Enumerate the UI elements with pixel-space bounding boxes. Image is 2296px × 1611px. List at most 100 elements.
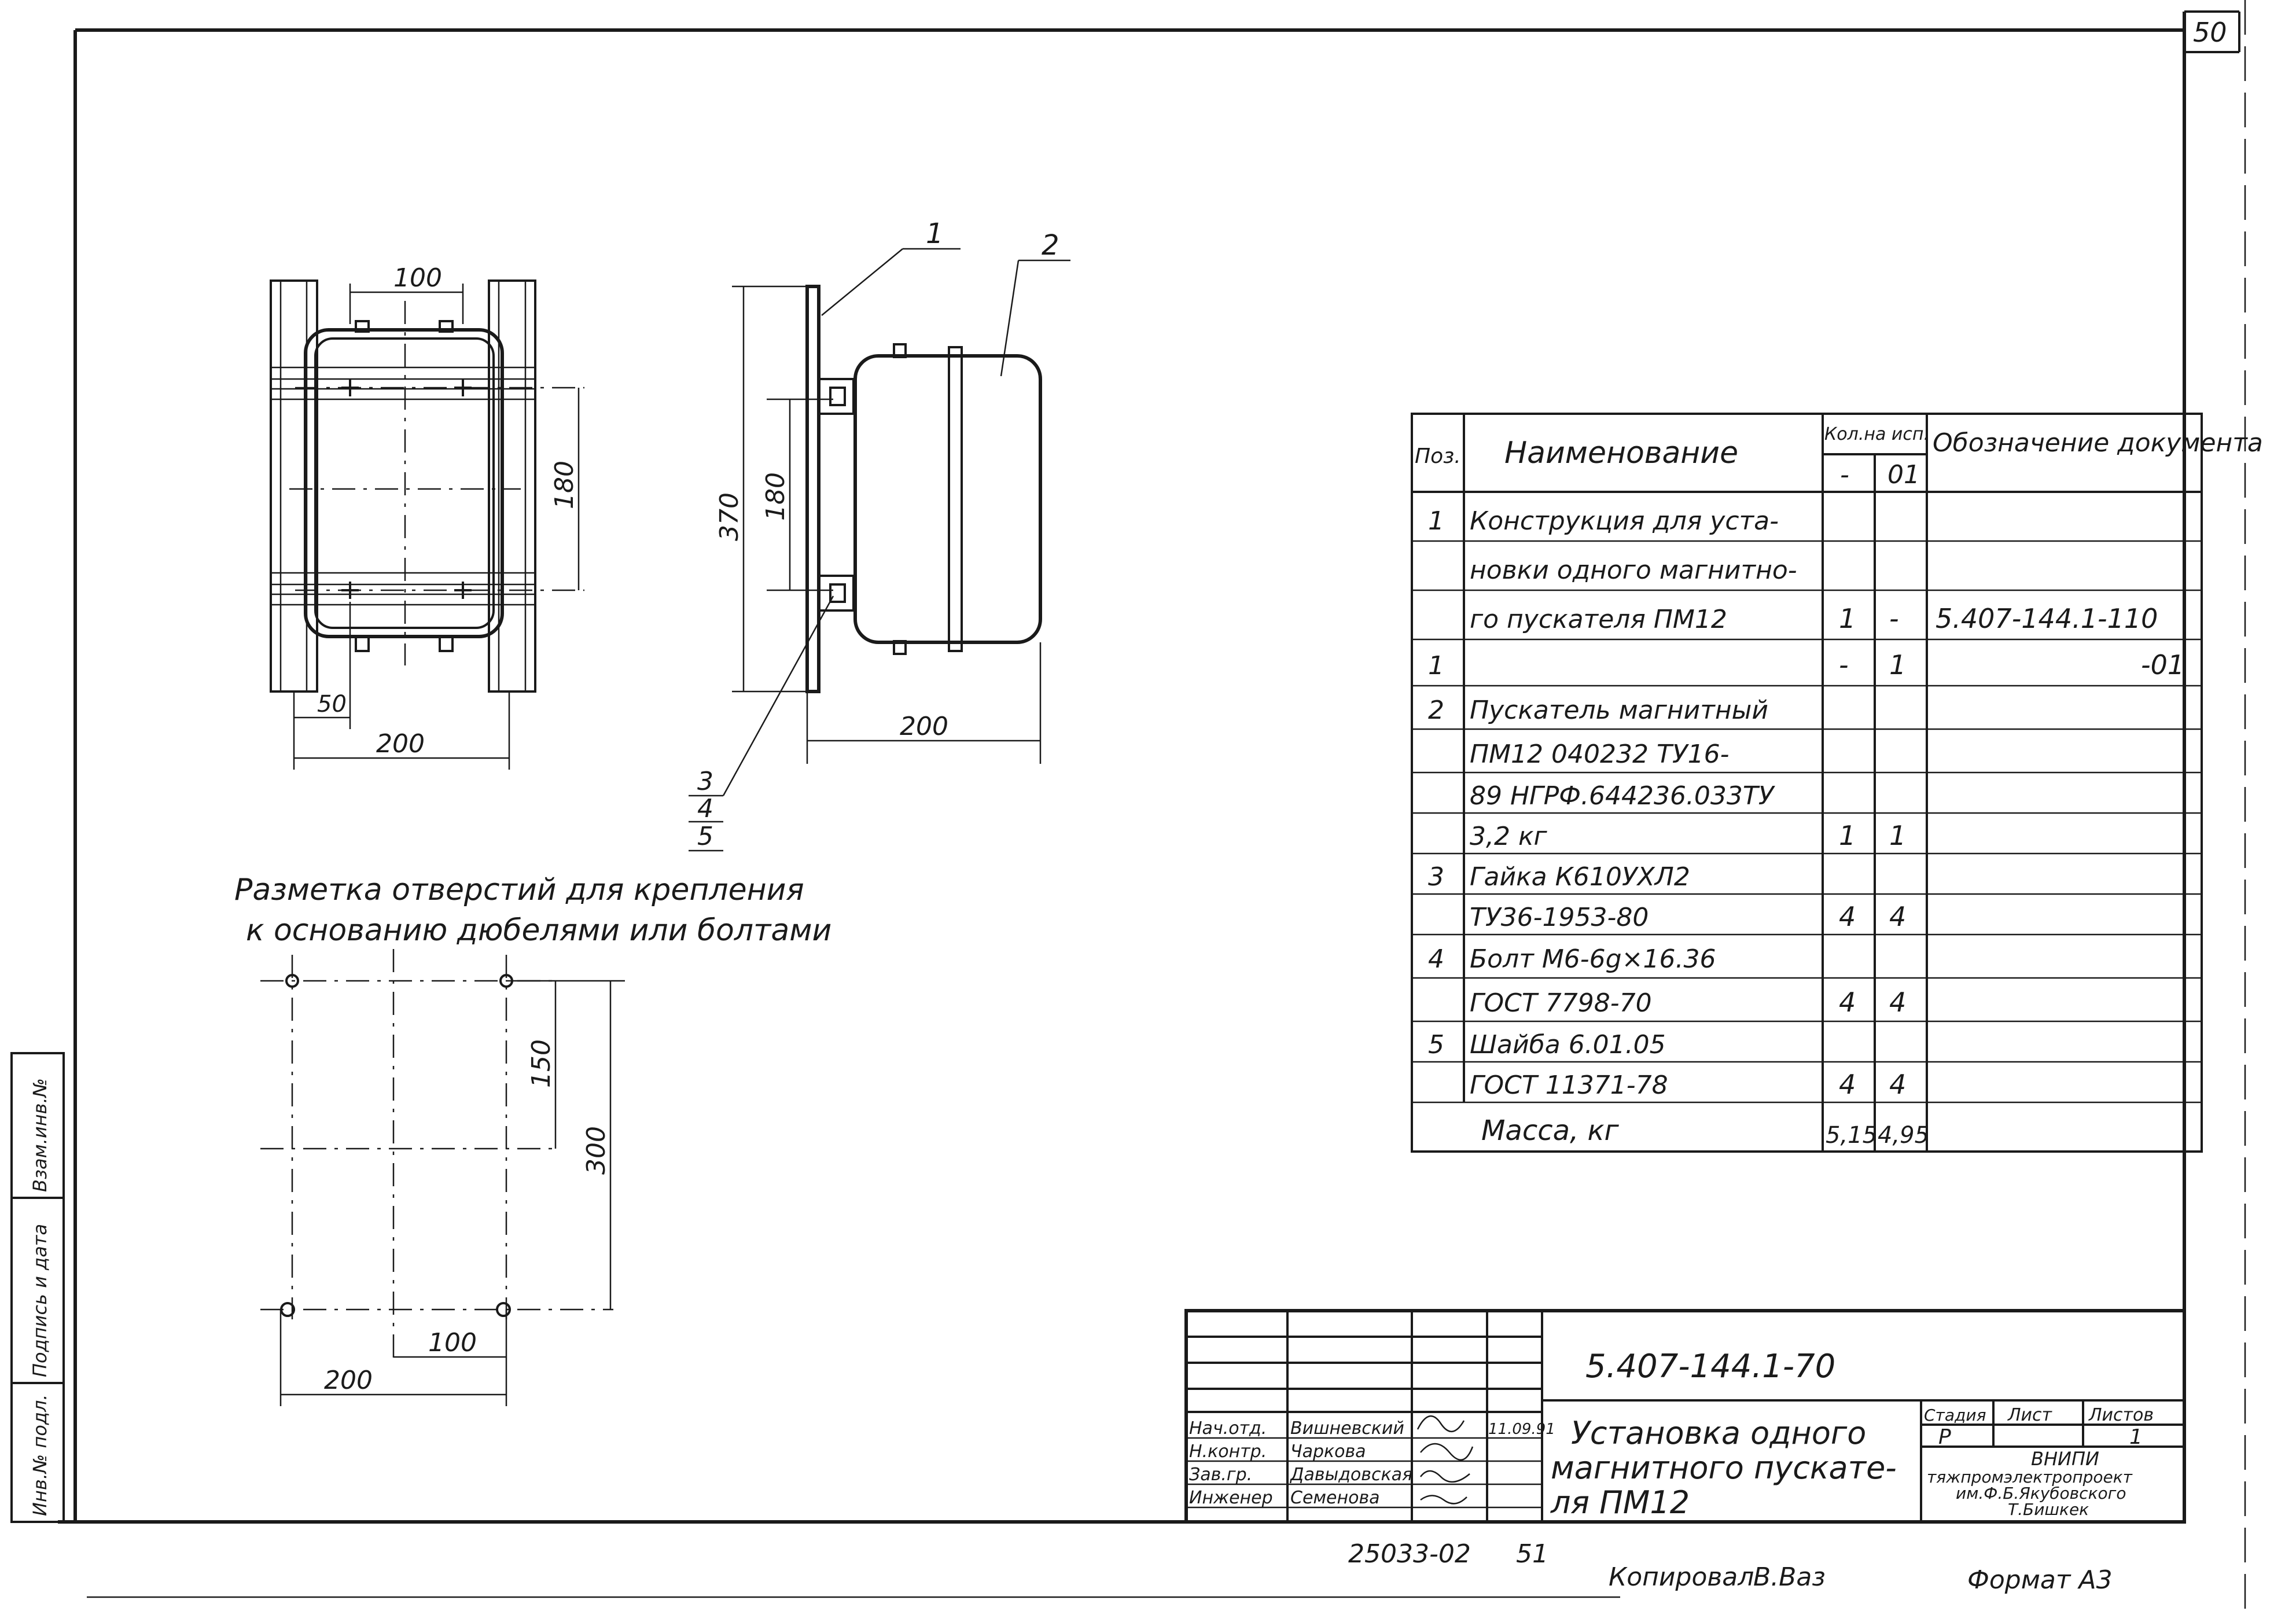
row-qty-01: 4 — [1889, 987, 1906, 1018]
row-qty-std: 4 — [1839, 1069, 1856, 1100]
marking-dim-150: 150 — [527, 1039, 556, 1088]
row-qty-std: 4 — [1839, 987, 1856, 1018]
footer-format: Формат А3 — [1967, 1565, 2113, 1595]
table-row: ГОСТ 7798-70 4 4 — [1470, 987, 1906, 1018]
row-name: 3,2 кг — [1470, 822, 1548, 851]
org-line3: им.Ф.Б.Якубовского — [1956, 1484, 2126, 1503]
header-qty-01: 01 — [1887, 460, 1920, 490]
table-row: ГОСТ 11371-78 4 4 — [1470, 1069, 1906, 1100]
marking-dim-300: 300 — [582, 1126, 611, 1175]
signatures — [1416, 1415, 1474, 1505]
marking-diagram — [260, 949, 625, 1406]
marking-dim-200: 200 — [324, 1366, 373, 1395]
row-name: новки одного магнитно- — [1470, 556, 1797, 585]
side-dim-200: 200 — [900, 712, 948, 741]
callout-2: 2 — [1042, 229, 1059, 262]
stamp-signature-date: Подпись и дата — [29, 1224, 51, 1377]
stage-label: Стадия — [1924, 1406, 1986, 1425]
name-group-head: Давыдовская — [1289, 1465, 1412, 1485]
header-qty-std: - — [1840, 460, 1849, 490]
stamp-inv-no: Инв.№ подл. — [29, 1394, 51, 1516]
name-control: Чаркова — [1290, 1441, 1366, 1462]
row-qty-01: - — [1889, 603, 1899, 634]
front-dim-200: 200 — [376, 729, 425, 759]
row-qty-std: - — [1839, 649, 1849, 681]
spec-table — [1411, 413, 2203, 1153]
front-dim-180: 180 — [550, 461, 579, 509]
side-view — [689, 248, 1070, 852]
footer-code: 25033-02 — [1348, 1539, 1471, 1569]
row-qty-01: 1 — [1889, 649, 1906, 681]
role-control: Н.контр. — [1189, 1441, 1267, 1462]
header-qty: Кол.на исп. — [1824, 424, 1929, 444]
table-row: го пускателя ПМ12 1 - 5.407-144.1-110 — [1470, 603, 2158, 634]
side-dim-370: 370 — [715, 492, 744, 541]
row-name: Гайка К610УХЛ2 — [1470, 862, 1690, 892]
stamp-replaced-inv: Взам.инв.№ — [29, 1078, 51, 1192]
sign-date: 11.09.91 — [1488, 1421, 1555, 1438]
callout-4: 4 — [697, 794, 713, 823]
header-name: Наименование — [1504, 436, 1738, 470]
marking-caption-line1: Разметка отверстий для крепления — [234, 873, 804, 907]
sheets-label: Листов — [2088, 1405, 2154, 1425]
table-row: 3 Гайка К610УХЛ2 — [1428, 862, 1690, 892]
callout-1: 1 — [926, 218, 944, 250]
title-block — [1184, 1309, 2186, 1524]
row-pos: 4 — [1428, 944, 1444, 974]
row-name: го пускателя ПМ12 — [1470, 605, 1727, 634]
role-engineer: Инженер — [1189, 1488, 1273, 1508]
row-name: ПМ12 040232 ТУ16- — [1470, 740, 1730, 769]
role-group-head: Зав.гр. — [1189, 1465, 1252, 1485]
footer-copied: Копировал — [1609, 1562, 1754, 1592]
footer-copied-name: В.Ваз — [1753, 1562, 1826, 1592]
front-dim-100: 100 — [393, 263, 442, 293]
row-pos: 3 — [1428, 862, 1444, 892]
mass-q2: 4,95 — [1878, 1122, 1929, 1149]
row-doc: 5.407-144.1-110 — [1936, 603, 2158, 634]
marking-dim-100: 100 — [428, 1328, 477, 1358]
row-doc: -01 — [2141, 649, 2184, 681]
row-pos: 2 — [1428, 696, 1444, 725]
title-line3: ля ПМ12 — [1550, 1484, 1690, 1521]
title-line1: Установка одного — [1571, 1415, 1866, 1451]
row-name: Болт М6-6g×16.36 — [1470, 944, 1716, 974]
sheet-label: Лист — [2007, 1405, 2053, 1425]
spec-rows: 1 Конструкция для уста-новки одного магни… — [1428, 506, 2184, 1100]
sheets-value: 1 — [2129, 1425, 2143, 1449]
side-dim-180: 180 — [761, 472, 790, 521]
row-pos: 1 — [1428, 506, 1444, 536]
left-stamp — [10, 1052, 65, 1523]
row-name: Конструкция для уста- — [1470, 506, 1779, 536]
row-name: ГОСТ 7798-70 — [1470, 988, 1652, 1018]
mass-q1: 5,15 — [1826, 1122, 1877, 1149]
row-name: Шайба 6.01.05 — [1470, 1030, 1666, 1060]
row-qty-01: 4 — [1889, 1069, 1906, 1100]
doc-code: 5.407-144.1-70 — [1585, 1348, 1835, 1385]
footer-sheet-no: 51 — [1516, 1539, 1548, 1569]
row-qty-std: 1 — [1839, 820, 1856, 851]
org-line2: тяжпромэлектропроект — [1927, 1467, 2133, 1487]
row-qty-01: 1 — [1889, 820, 1906, 851]
page-number: 50 — [2193, 17, 2227, 48]
row-pos: 5 — [1428, 1030, 1444, 1060]
table-row: 5 Шайба 6.01.05 — [1428, 1030, 1666, 1060]
table-row: 89 НГРФ.644236.033ТУ — [1470, 781, 1776, 811]
title-line2: магнитного пускате- — [1551, 1450, 1897, 1486]
role-head: Нач.отд. — [1189, 1418, 1267, 1439]
table-row: 4 Болт М6-6g×16.36 — [1428, 944, 1716, 974]
row-name: ГОСТ 11371-78 — [1470, 1071, 1668, 1100]
front-dim-50: 50 — [317, 691, 347, 718]
name-engineer: Семенова — [1290, 1488, 1380, 1508]
table-row: 3,2 кг 1 1 — [1470, 820, 1906, 851]
front-view — [270, 279, 584, 770]
row-pos: 1 — [1428, 651, 1444, 681]
table-row: ПМ12 040232 ТУ16- — [1470, 740, 1730, 769]
table-row: 1 - 1 -01 — [1428, 649, 2184, 681]
mass-label: Масса, кг — [1481, 1115, 1620, 1147]
row-qty-std: 1 — [1839, 603, 1856, 634]
stage-value: Р — [1938, 1425, 1951, 1449]
row-qty-std: 4 — [1839, 901, 1856, 932]
marking-caption-line2: к основанию дюбелями или болтами — [246, 913, 831, 948]
